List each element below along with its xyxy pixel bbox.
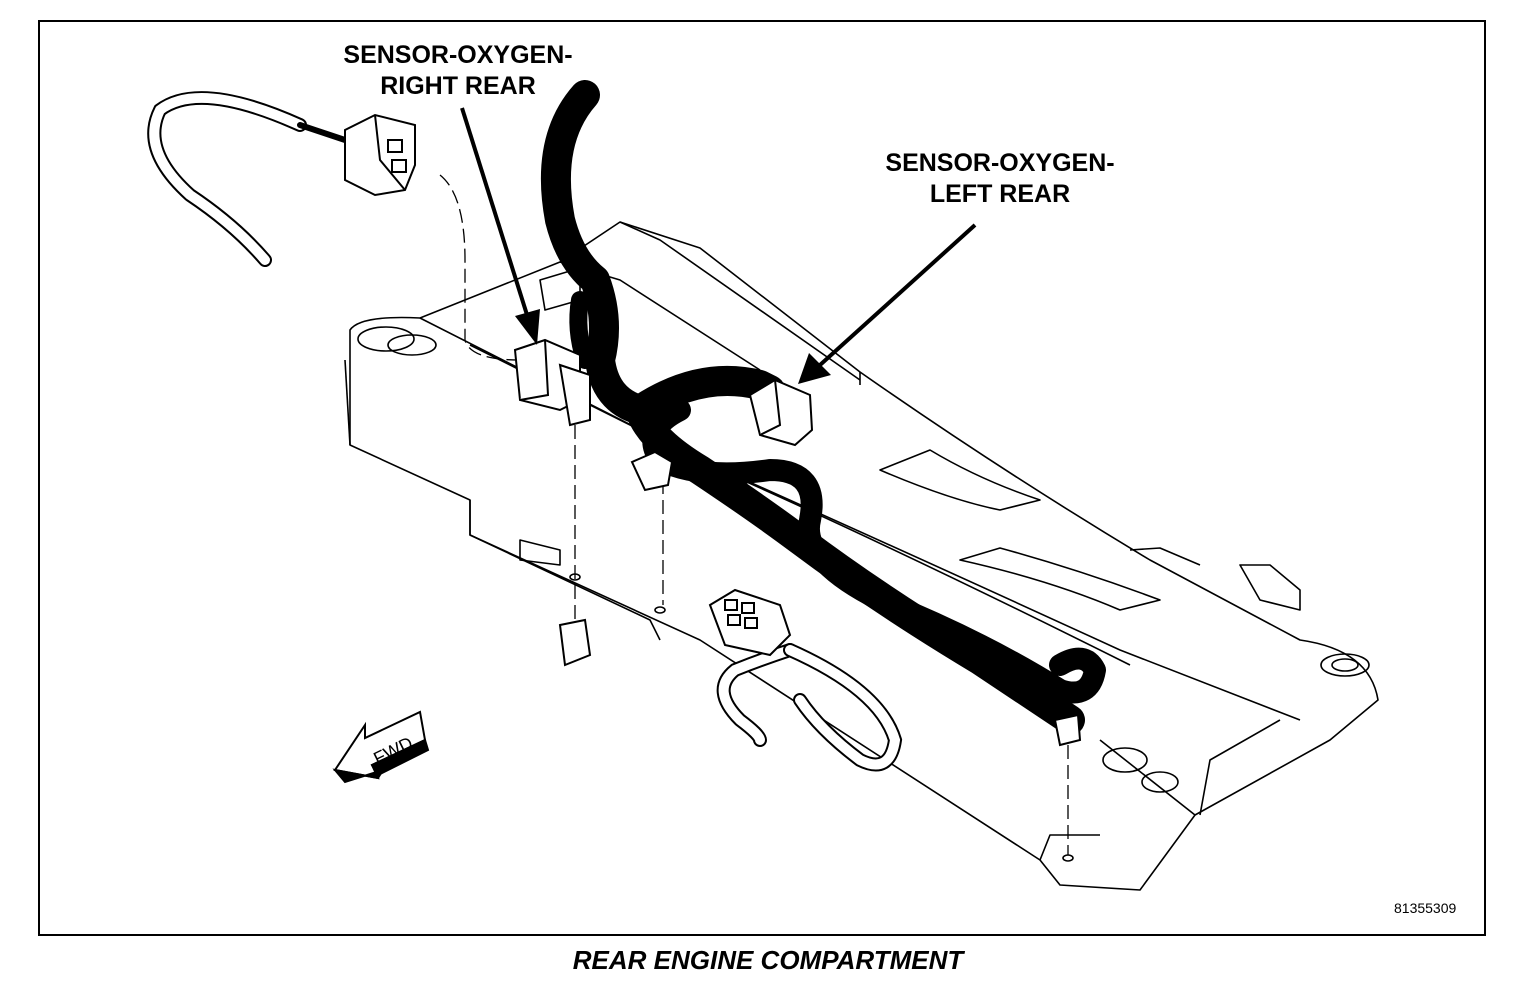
- install-guide-lines: [439, 174, 1069, 855]
- arrow-right-rear: [460, 107, 540, 345]
- label-right-rear-line-2: RIGHT REAR: [380, 72, 536, 100]
- harness-clips: [558, 450, 1082, 747]
- connector-right-rear-pigtail: [344, 113, 416, 197]
- figure-id: 81355309: [1394, 900, 1457, 916]
- label-right-rear-line-1: SENSOR-OXYGEN-: [343, 41, 573, 69]
- label-sensor-oxygen-right-rear: SENSOR-OXYGEN- RIGHT REAR: [318, 40, 598, 102]
- label-left-rear-line-1: SENSOR-OXYGEN-: [885, 149, 1115, 177]
- engine-cradle: [344, 221, 1379, 891]
- fwd-arrow-icon: FWD: [332, 710, 430, 784]
- wiring-harness: [540, 80, 1106, 735]
- figure-caption: REAR ENGINE COMPARTMENT: [572, 945, 964, 975]
- sensor-pigtails: [147, 91, 903, 772]
- connector-left-rear-harness: [748, 378, 814, 447]
- label-left-rear-line-2: LEFT REAR: [929, 180, 1071, 208]
- label-sensor-oxygen-left-rear: SENSOR-OXYGEN- LEFT REAR: [860, 148, 1140, 210]
- leader-arrows: [460, 107, 977, 384]
- connectors: [344, 113, 1082, 747]
- connector-right-rear-harness: [513, 338, 591, 427]
- arrow-left-rear: [798, 223, 977, 384]
- connector-left-rear-pigtail: [708, 588, 792, 657]
